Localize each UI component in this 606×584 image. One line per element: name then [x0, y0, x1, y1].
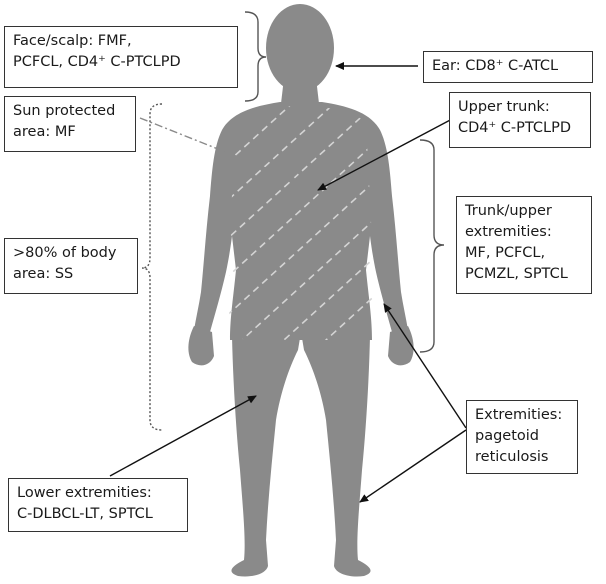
sun-protected-dashed-arrow	[139, 117, 297, 181]
face-scalp-bracket	[244, 11, 267, 102]
label-extremities-pagetoid-line-2: pagetoid	[475, 428, 540, 444]
label-face-scalp-line-1: Face/scalp: FMF,	[13, 33, 132, 49]
label-ear-line-1: Ear: CD8⁺ C-ATCL	[432, 58, 559, 74]
label-upper-trunk: Upper trunk: CD4⁺ C-PTCLPD	[449, 92, 591, 148]
lower-extremities-arrow	[109, 395, 257, 477]
label-sun-protected-line-1: Sun protected	[13, 103, 116, 119]
label-trunk-upper-extremities-line-2: extremities:	[465, 224, 552, 240]
label-trunk-upper-extremities-line-1: Trunk/upper	[465, 203, 552, 219]
human-silhouette	[188, 4, 414, 577]
label-trunk-upper-extremities-line-3: MF, PCFCL,	[465, 245, 546, 261]
label-body-area: >80% of body area: SS	[4, 238, 138, 294]
head-shape	[266, 4, 334, 92]
label-upper-trunk-line-2: CD4⁺ C-PTCLPD	[458, 120, 571, 136]
label-trunk-upper-extremities-line-4: PCMZL, SPTCL	[465, 266, 568, 282]
label-ear: Ear: CD8⁺ C-ATCL	[423, 51, 593, 83]
left-leg-shape	[231, 336, 300, 577]
right-leg-shape	[302, 336, 371, 577]
label-lower-extremities: Lower extremities: C-DLBCL-LT, SPTCL	[8, 478, 188, 532]
right-hand-shape	[388, 326, 414, 366]
upper-trunk-arrow	[317, 117, 455, 191]
trunk-extremities-bracket	[419, 139, 445, 353]
pagetoid-leg-arrow	[359, 429, 467, 503]
label-extremities-pagetoid-line-3: reticulosis	[475, 449, 549, 465]
label-extremities-pagetoid-line-1: Extremities:	[475, 407, 563, 423]
body-area-dotted-bracket	[141, 103, 163, 431]
pagetoid-arm-arrow	[383, 303, 467, 429]
label-body-area-line-2: area: SS	[13, 266, 74, 282]
label-lower-extremities-line-1: Lower extremities:	[17, 485, 152, 501]
label-lower-extremities-line-2: C-DLBCL-LT, SPTCL	[17, 506, 153, 522]
label-sun-protected: Sun protected area: MF	[4, 96, 136, 152]
left-hand-shape	[188, 326, 214, 366]
label-trunk-upper-extremities: Trunk/upper extremities: MF, PCFCL, PCMZ…	[456, 196, 592, 294]
label-upper-trunk-line-1: Upper trunk:	[458, 99, 550, 115]
label-extremities-pagetoid: Extremities: pagetoid reticulosis	[466, 400, 578, 474]
torso-shape	[194, 102, 408, 340]
label-face-scalp-line-2: PCFCL, CD4⁺ C-PTCLPD	[13, 54, 181, 70]
label-sun-protected-line-2: area: MF	[13, 124, 76, 140]
label-body-area-line-1: >80% of body	[13, 245, 117, 261]
label-face-scalp: Face/scalp: FMF, PCFCL, CD4⁺ C-PTCLPD	[4, 26, 238, 88]
